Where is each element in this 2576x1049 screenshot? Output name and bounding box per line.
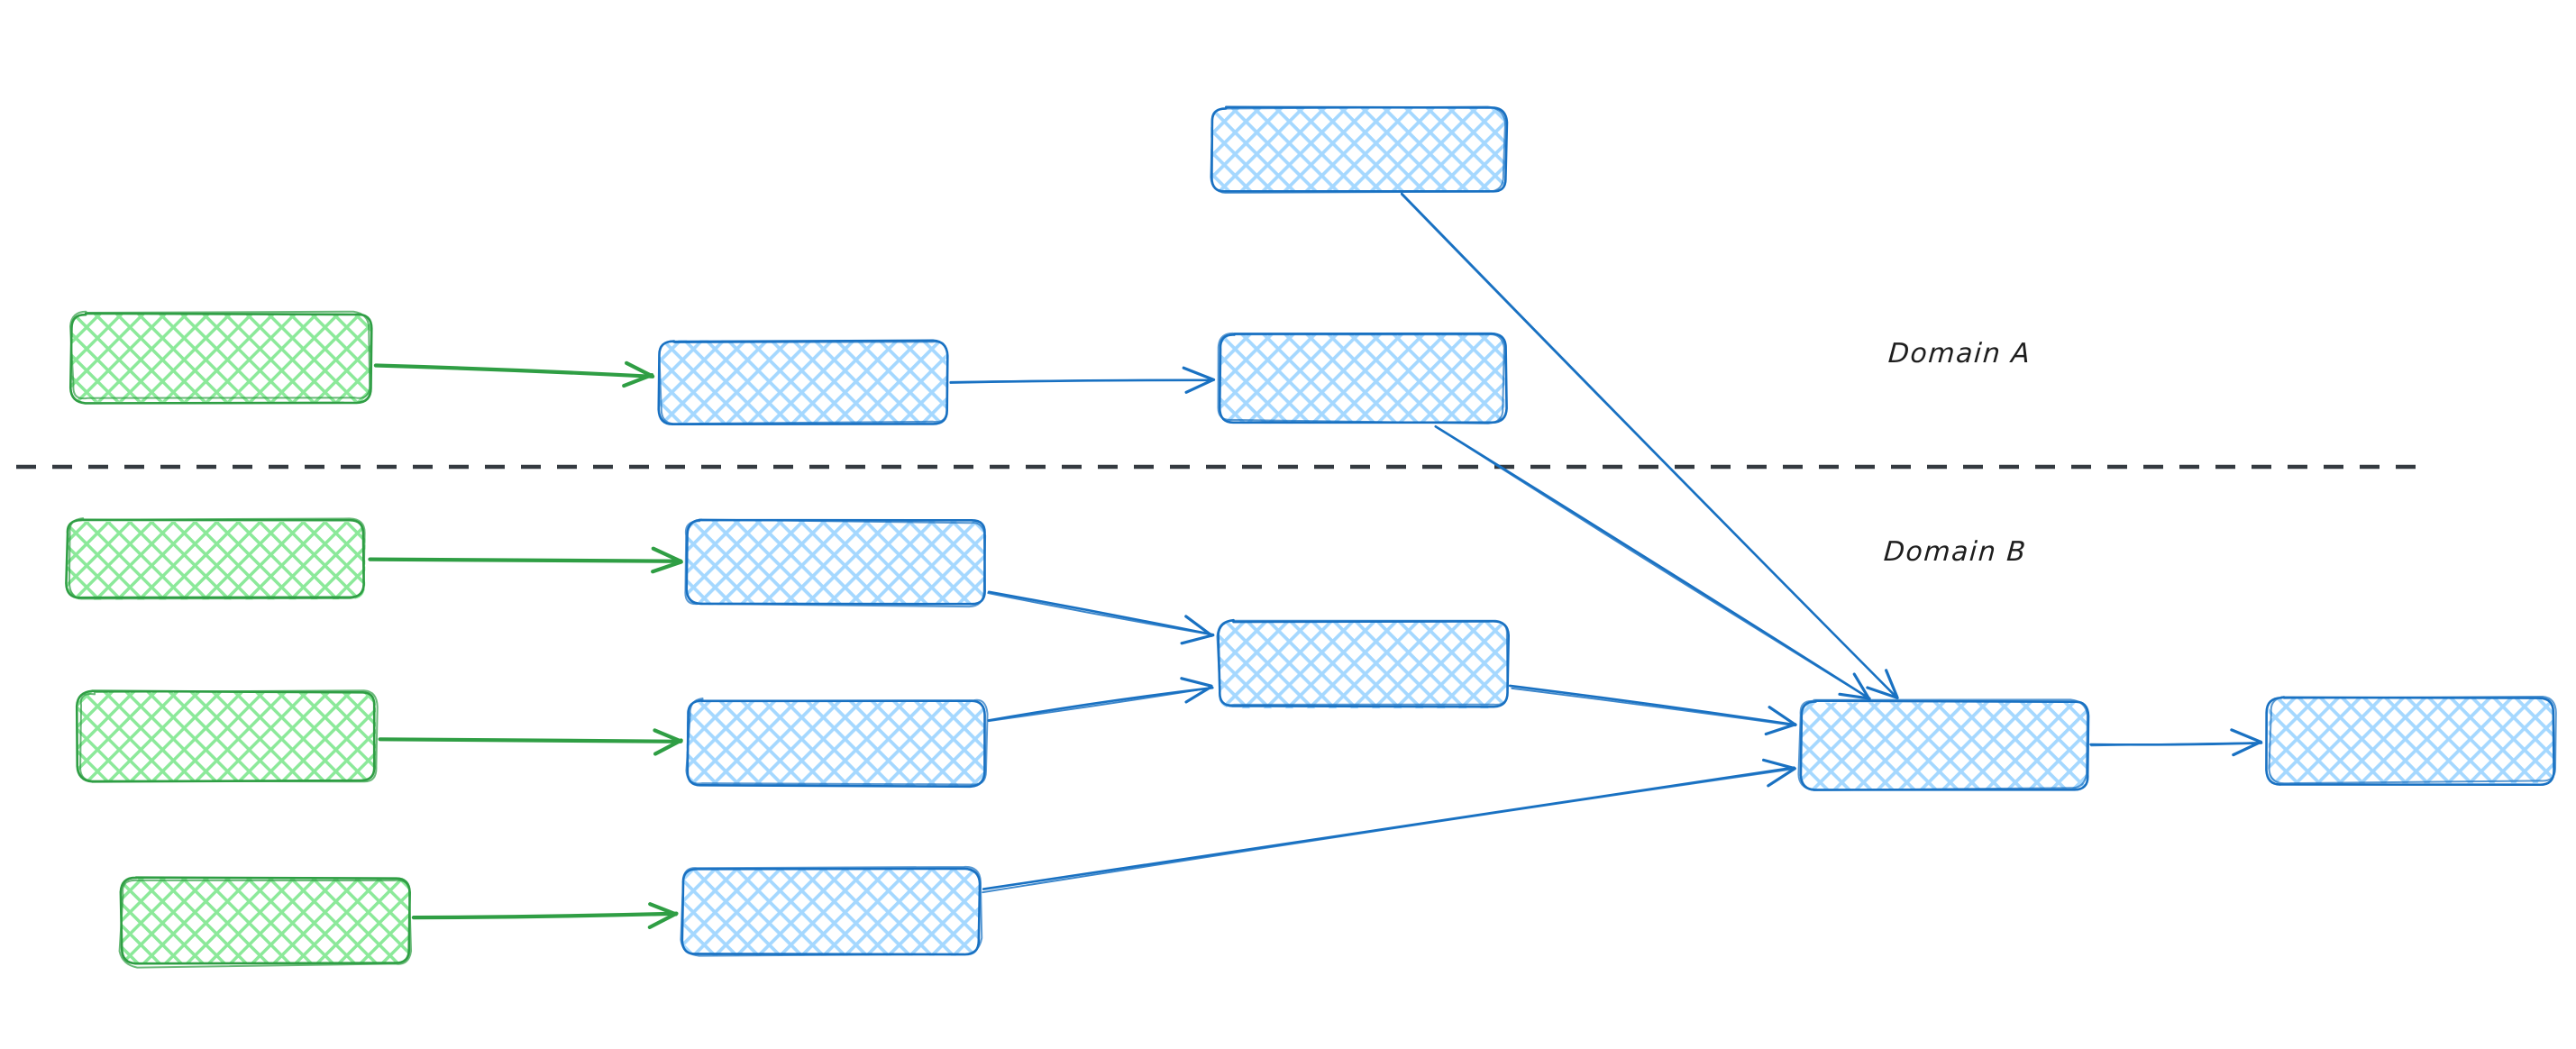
edge-e6 — [378, 728, 683, 756]
edge-e1 — [373, 360, 655, 388]
edge-e10 — [1508, 684, 1797, 736]
edge-e2 — [949, 366, 1216, 394]
edge-e8 — [987, 590, 1215, 645]
node-b-agg-1[interactable] — [1216, 618, 1511, 709]
node-a-top-1[interactable] — [1210, 105, 1509, 194]
node-a-src-1[interactable] — [69, 310, 373, 405]
node-b-src-1[interactable] — [65, 517, 366, 600]
node-b-mid-1[interactable] — [684, 518, 987, 608]
node-b-mid-2[interactable] — [685, 698, 989, 789]
edge-e12 — [2089, 728, 2263, 757]
node-a-mid-1[interactable] — [657, 339, 949, 426]
edge-e3 — [1400, 192, 1899, 699]
node-b-src-3[interactable] — [118, 876, 413, 969]
edges-layer — [368, 192, 2263, 930]
nodes-layer — [65, 105, 2557, 969]
edge-e7 — [411, 902, 679, 930]
node-b-out-1[interactable] — [2265, 695, 2557, 787]
edge-e9 — [987, 677, 1214, 723]
edge-e4 — [1434, 424, 1871, 701]
node-b-src-2[interactable] — [75, 689, 379, 783]
label-domain-a: Domain A — [1886, 338, 2032, 369]
edge-e11 — [982, 758, 1796, 894]
node-b-mid-3[interactable] — [680, 865, 983, 957]
node-a-right-1[interactable] — [1217, 332, 1508, 424]
node-b-join-1[interactable] — [1797, 698, 2090, 791]
label-domain-b: Domain B — [1882, 536, 2028, 568]
edge-e5 — [368, 546, 683, 574]
